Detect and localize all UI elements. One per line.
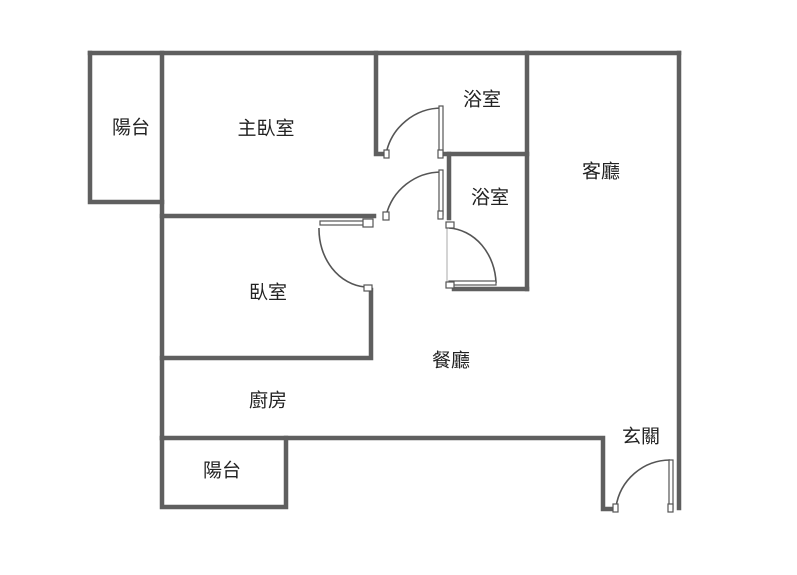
label-balcony-top: 陽台	[112, 117, 150, 139]
label-dining-room: 餐廳	[432, 350, 470, 372]
doors	[318, 105, 674, 513]
wall-kitchen-bottom	[159, 435, 615, 512]
walls	[87, 50, 682, 512]
label-bedroom: 臥室	[249, 282, 287, 304]
label-bathroom-2: 浴室	[471, 187, 509, 209]
label-master-bedroom: 主臥室	[237, 118, 294, 140]
label-balcony-bottom: 陽台	[203, 460, 241, 482]
room-labels: 陽台 主臥室 浴室 浴室 客廳 臥室 餐廳 廚房 玄關 陽台	[112, 89, 660, 482]
wall-bedroom	[159, 287, 374, 361]
door-bathroom-2	[445, 221, 497, 289]
label-bathroom-1: 浴室	[463, 89, 501, 111]
door-bathroom-1	[383, 105, 444, 159]
door-entrance	[612, 459, 674, 513]
door-bedroom	[318, 218, 374, 292]
label-entrance: 玄關	[622, 426, 660, 448]
wall-balcony-bottom	[159, 435, 289, 510]
label-living-room: 客廳	[582, 161, 620, 183]
door-master-bedroom	[382, 169, 444, 221]
wall-master-bath	[373, 50, 387, 157]
wall-balcony-top	[87, 50, 165, 205]
label-kitchen: 廚房	[249, 389, 287, 412]
wall-bath2	[446, 151, 530, 292]
